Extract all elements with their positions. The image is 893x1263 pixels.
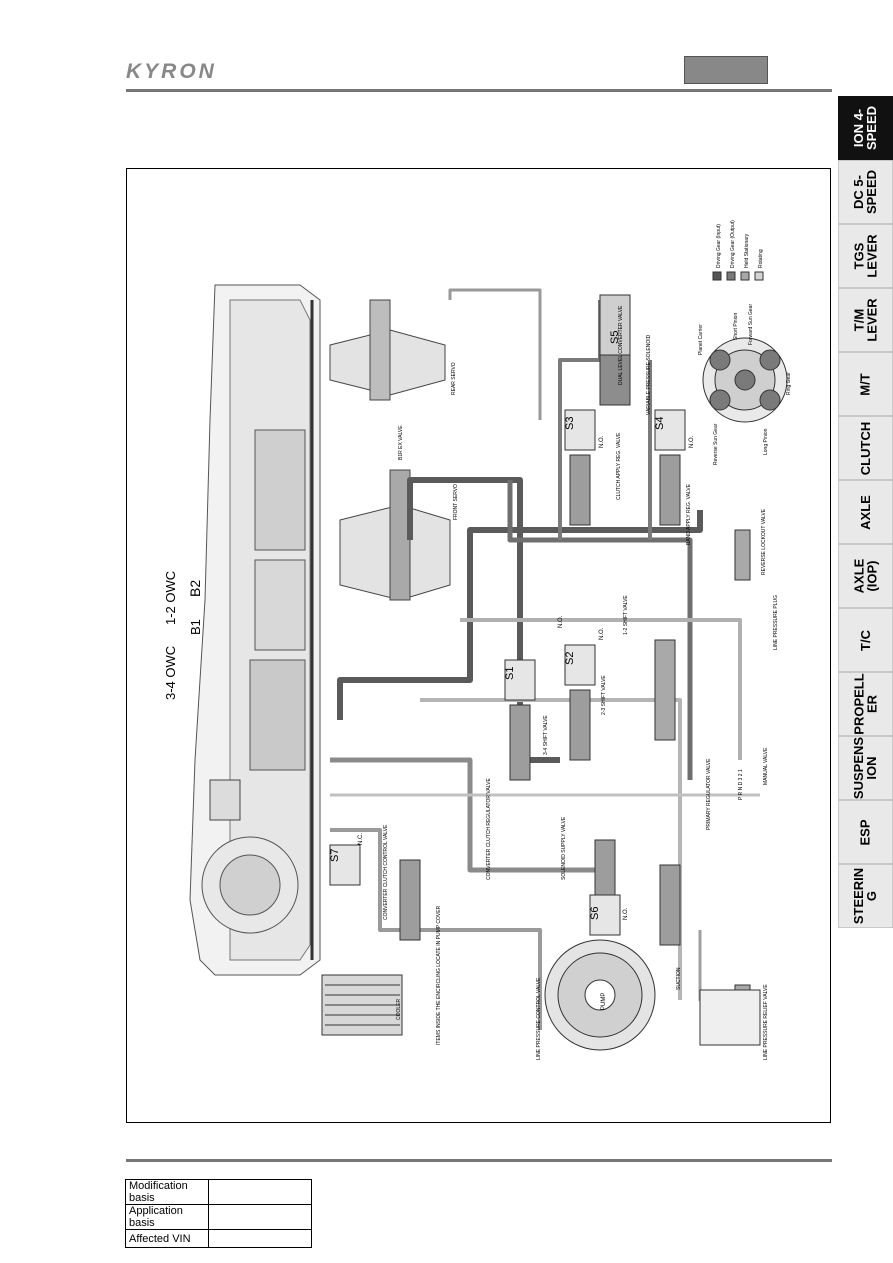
row-label: Affected VIN [125, 1229, 209, 1248]
modification-basis-table: Modification basis Application basis Aff… [125, 1179, 312, 1248]
label-band-apply-reg: BAND APPLY REG. VALVE [686, 483, 692, 545]
label-rear-servo: REAR SERVO [451, 362, 457, 395]
label-cooler: COOLER [396, 998, 402, 1020]
tab-tgs-lever[interactable]: TGS LEVER [838, 224, 893, 288]
label-s4: S4 [654, 417, 666, 430]
legend-swatch-rotating [754, 271, 764, 281]
label-s6: S6 [589, 907, 601, 920]
label-reverse-lockout: REVERSE LOCKOUT VALVE [761, 508, 767, 575]
label-solenoid-supply: SOLENOID SUPPLY VALVE [561, 816, 567, 880]
tab-axle-iop[interactable]: AXLE (IOP) [838, 544, 893, 608]
label-converter-clutch-control: CONVERTER CLUTCH CONTROL VALVE [383, 824, 389, 920]
label-s2: S2 [564, 652, 576, 665]
label-manual-positions: P R N D 3 2 1 [738, 769, 744, 800]
label-shift-23: 2-3 SHIFT VALVE [601, 675, 607, 715]
legend-label-input: Driving Gear (Input) [716, 224, 722, 268]
label-short-pinion: Short Pinion [733, 313, 739, 340]
table-row: Application basis [125, 1204, 312, 1230]
label-no-s4: N.O. [689, 435, 695, 448]
label-line-pressure-control: LINE PRESSURE CONTROL VALVE [536, 977, 542, 1060]
label-s5: S5 [609, 331, 621, 344]
label-34-owc: 3-4 OWC [163, 646, 178, 700]
label-line-pressure-plug: LINE PRESSURE PLUG [773, 595, 779, 650]
tab-clutch[interactable]: CLUTCH [838, 416, 893, 480]
label-long-pinion: Long Pinion [763, 428, 769, 455]
row-value [208, 1179, 312, 1205]
tab-dc-5-speed[interactable]: DC 5- SPEED [838, 160, 893, 224]
label-s1: S1 [504, 667, 516, 680]
label-nc-s7: N.C. [358, 833, 364, 845]
legend-label-held: Held Stationary [744, 233, 750, 268]
label-shift-12: 1-2 SHIFT VALVE [623, 595, 629, 635]
label-12-owc: 1-2 OWC [163, 571, 178, 625]
label-dual-level-converter: DUAL LEVEL CONVERTER VALVE [618, 305, 624, 385]
tab-suspension[interactable]: SUSPENS ION [838, 736, 893, 800]
legend-swatch-input [712, 271, 722, 281]
label-reverse-sun-gear: Reverse Sun Gear [713, 423, 719, 465]
label-items-in-pump-cover: ITEMS INSIDE THE ENCIRCLING LOCATE IN PU… [436, 905, 442, 1045]
label-suction: SUCTION [676, 967, 682, 990]
kyron-logo: KYRON [126, 60, 217, 83]
label-no-s6: N.O. [623, 907, 629, 920]
label-s7: S7 [329, 849, 341, 862]
header-rule [126, 89, 832, 92]
legend-label-output: Driving Gear (Output) [730, 220, 736, 268]
label-b1r-ex-valve: B1R EX VALVE [398, 425, 404, 460]
label-ring-gear: Ring Gear [786, 372, 792, 395]
header-gray-tab [684, 56, 768, 84]
label-planet-carrier: Planet Carrier [698, 324, 704, 355]
label-front-servo: FRONT SERVO [453, 484, 459, 520]
label-shift-34: 3-4 SHIFT VALVE [543, 715, 549, 755]
row-label: Application basis [125, 1204, 209, 1230]
legend-swatch-output [726, 271, 736, 281]
tab-propeller[interactable]: PROPELL ER [838, 672, 893, 736]
table-row: Modification basis [125, 1179, 312, 1205]
label-no-s1: N.O. [558, 615, 564, 628]
label-clutch-apply-reg: CLUTCH APPLY REG. VALVE [616, 432, 622, 500]
label-forward-sun-gear: Forward Sun Gear [748, 304, 754, 345]
tab-mt[interactable]: M/T [838, 352, 893, 416]
label-line-pressure-relief: LINE PRESSURE RELIEF VALVE [763, 984, 769, 1060]
label-pump: PUMP [601, 993, 607, 1010]
label-no-s3: N.O. [599, 435, 605, 448]
tab-tc[interactable]: T/C [838, 608, 893, 672]
label-no-s2: N.O. [599, 627, 605, 640]
label-b2: B2 [187, 580, 203, 597]
label-b1: B1 [188, 619, 203, 635]
legend-swatch-held [740, 271, 750, 281]
tab-axle[interactable]: AXLE [838, 480, 893, 544]
legend-label-rotating: Rotating [758, 249, 764, 268]
label-converter-clutch-regulator: CONVERTER CLUTCH REGULATOR VALVE [486, 778, 492, 880]
label-variable-pressure-solenoid: VARIABLE PRESSURE SOLENOID [646, 334, 652, 415]
label-s3: S3 [564, 417, 576, 430]
tab-steering[interactable]: STEERIN G [838, 864, 893, 928]
table-row: Affected VIN [125, 1229, 312, 1248]
row-value [208, 1229, 312, 1248]
label-manual-valve: MANUAL VALVE [763, 747, 769, 785]
footer-rule [126, 1159, 832, 1162]
row-label: Modification basis [125, 1179, 209, 1205]
label-primary-regulator: PRIMARY REGULATOR VALVE [706, 758, 712, 830]
row-value [208, 1204, 312, 1230]
